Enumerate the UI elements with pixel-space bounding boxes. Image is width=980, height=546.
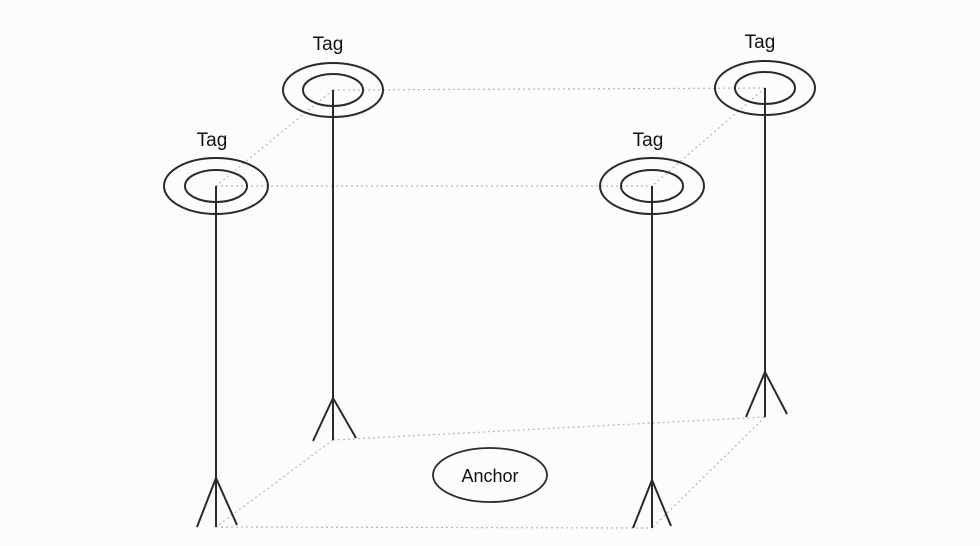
tag-node-front-left: Tag (163, 130, 269, 528)
dashed-cuboid (215, 87, 766, 529)
tag-node-front-right: Tag (599, 130, 705, 529)
tripod-right-leg (651, 479, 672, 527)
cuboid-bottom-front-edge (215, 526, 653, 529)
tag-ring-outer-icon (282, 62, 384, 118)
tag-ring-outer-icon (599, 157, 705, 215)
tripod-right-leg (332, 397, 357, 439)
tripod-right-leg (764, 371, 788, 415)
tag-label: Tag (197, 130, 228, 151)
anchor-ellipse-icon (432, 447, 548, 503)
tag-label: Tag (313, 34, 344, 55)
cuboid-bottom-back-edge (332, 416, 766, 441)
cuboid-bottom-right-edge (651, 416, 766, 529)
tripod-left-leg (312, 397, 334, 442)
tag-node-back-right: Tag (714, 32, 816, 418)
tag-ring-inner-icon (734, 71, 796, 105)
tripod-right-leg (215, 477, 238, 526)
tag-ring-inner-icon (620, 169, 684, 203)
cuboid-top-left-edge (215, 89, 334, 187)
tag-node-back-left: Tag (282, 34, 384, 442)
cuboid-top-back-edge (332, 87, 766, 91)
tag-ring-outer-icon (714, 60, 816, 116)
anchor-node: Anchor (432, 447, 548, 503)
anchor-label: Anchor (461, 466, 518, 486)
cuboid-bottom-left-edge (215, 439, 334, 528)
cuboid-top-right-edge (651, 87, 766, 187)
tripod-left-leg (632, 479, 653, 529)
tag-ring-inner-icon (302, 73, 364, 107)
tripod-left-leg (196, 477, 217, 528)
tag-label: Tag (633, 130, 664, 151)
tripod-left-leg (745, 371, 766, 418)
tag-label: Tag (745, 32, 776, 53)
tag-ring-inner-icon (184, 169, 248, 203)
tag-ring-outer-icon (163, 157, 269, 215)
